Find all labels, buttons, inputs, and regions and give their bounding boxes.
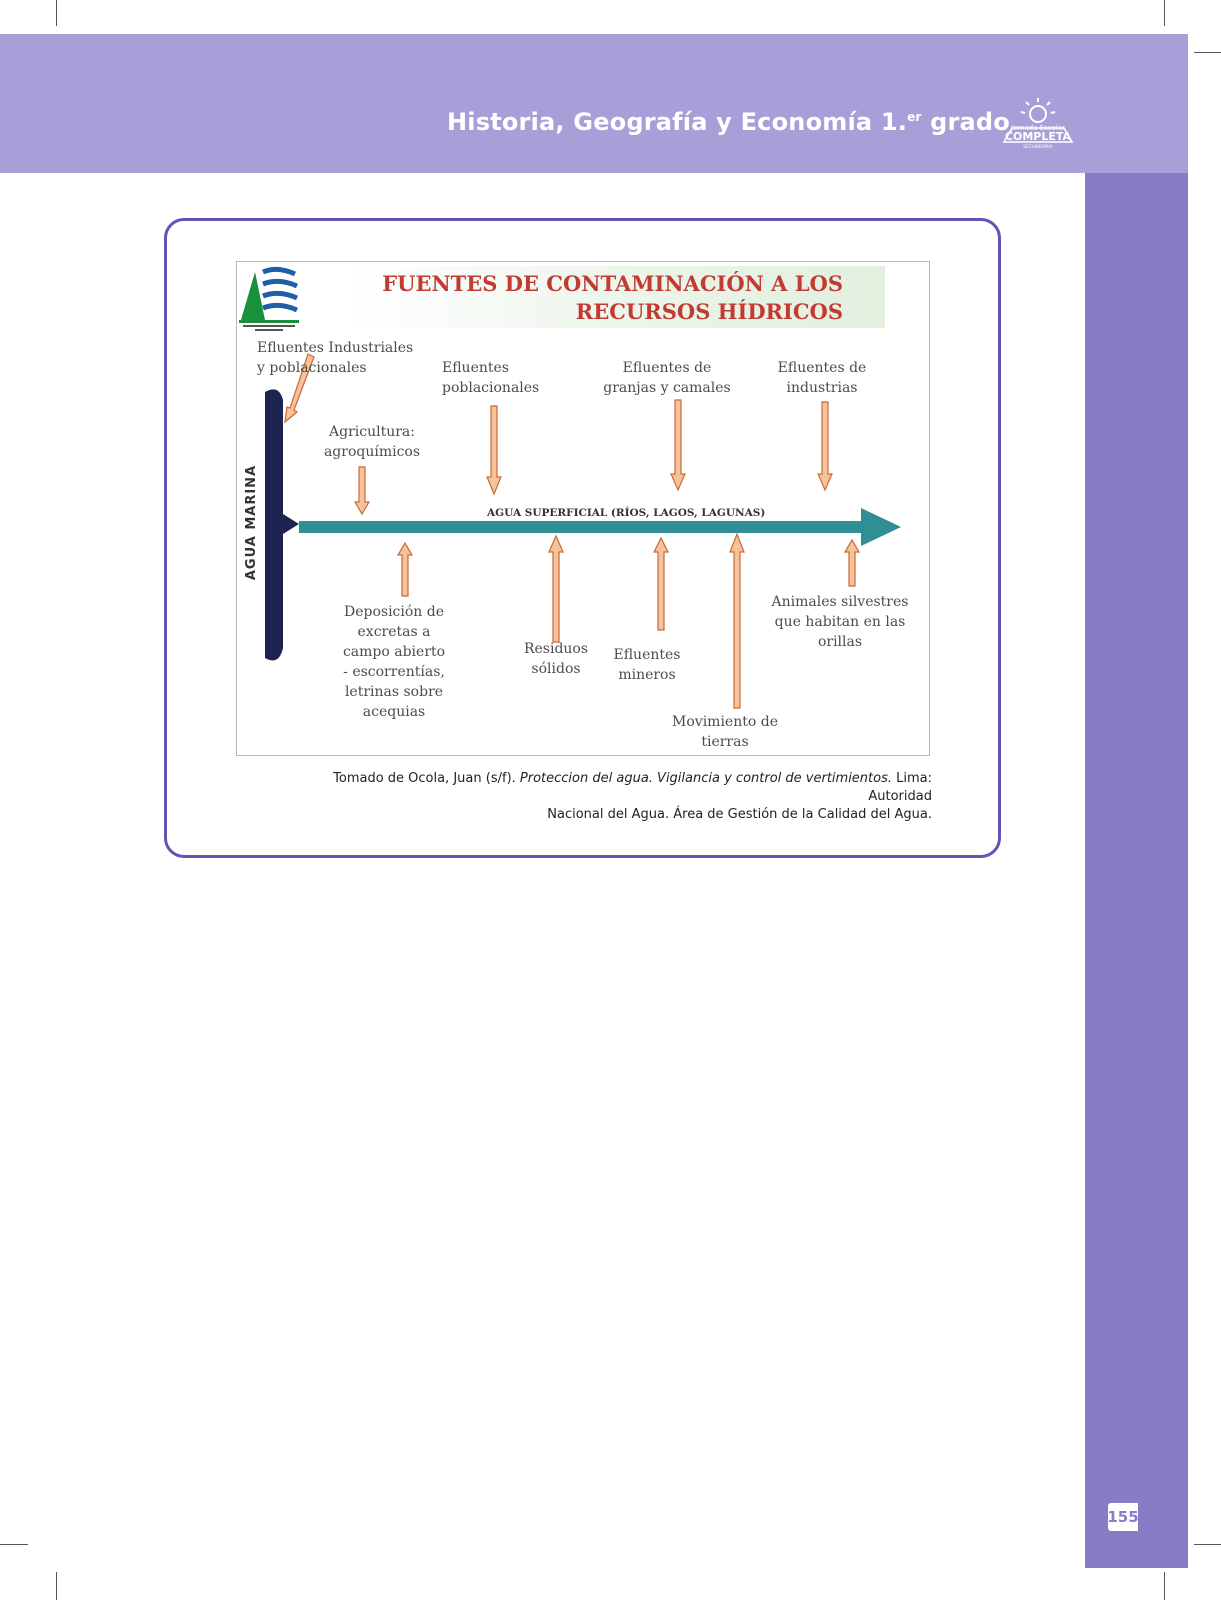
diagram-title-box: FUENTES DE CONTAMINACIÓN A LOS RECURSOS … bbox=[345, 266, 885, 328]
label-residuos: Residuos sólidos bbox=[523, 641, 589, 677]
ana-logo-icon bbox=[239, 266, 299, 331]
crop-mark bbox=[56, 1572, 57, 1600]
arrow-animales bbox=[843, 538, 861, 587]
jornada-escolar-logo: Jornada Escolar COMPLETA SECUNDARIA bbox=[1002, 98, 1074, 150]
agua-marina-label: AGUA MARINA bbox=[244, 464, 260, 580]
arrow-movimiento-tierras bbox=[729, 532, 745, 709]
crop-mark bbox=[1164, 0, 1165, 26]
logo-text-main: COMPLETA bbox=[1005, 130, 1072, 143]
arrow-efluentes-granjas bbox=[670, 399, 686, 492]
arrow-efluentes-mineros bbox=[653, 536, 669, 631]
crop-mark bbox=[1164, 1572, 1165, 1600]
arrow-efluentes-industriales bbox=[284, 353, 315, 424]
page-number: 155 bbox=[1107, 1503, 1139, 1531]
logo-text-top: Jornada Escolar bbox=[1010, 124, 1065, 132]
river-label: AGUA SUPERFICIAL (RÍOS, LAGOS, LAGUNAS) bbox=[487, 507, 766, 519]
label-agricultura: Agricultura: agroquímicos bbox=[323, 424, 421, 460]
side-band bbox=[1085, 173, 1188, 1568]
header-band bbox=[0, 34, 1188, 173]
figure-caption: Tomado de Ocola, Juan (s/f). Proteccion … bbox=[333, 771, 932, 822]
arrow-efluentes-industrias bbox=[817, 401, 833, 492]
arrow-efluentes-poblacionales bbox=[486, 405, 502, 496]
crop-mark bbox=[1194, 52, 1221, 53]
label-efluentes-industriales: Efluentes Industriales y poblacionales bbox=[257, 340, 414, 376]
label-efluentes-poblacionales: Efluentes poblacionales bbox=[442, 360, 540, 396]
logo-text-bottom: SECUNDARIA bbox=[1023, 144, 1053, 150]
diagram-graphics bbox=[265, 353, 901, 709]
diagram-title: FUENTES DE CONTAMINACIÓN A LOS RECURSOS … bbox=[382, 271, 843, 324]
label-efluentes-mineros: Efluentes mineros bbox=[613, 647, 681, 683]
label-efluentes-industrias: Efluentes de industrias bbox=[777, 360, 867, 396]
river-arrow bbox=[299, 508, 901, 546]
crop-mark bbox=[1194, 1544, 1221, 1545]
contamination-diagram: FUENTES DE CONTAMINACIÓN A LOS RECURSOS … bbox=[236, 261, 930, 756]
label-deposicion: Deposición de excretas a campo abierto -… bbox=[342, 604, 446, 720]
label-movimiento-tierras: Movimiento de tierras bbox=[672, 714, 778, 750]
page-title: Historia, Geografía y Economía 1.er grad… bbox=[447, 108, 1010, 136]
arrow-agricultura bbox=[353, 466, 371, 516]
label-animales: Animales silvestres que habitan en las o… bbox=[771, 594, 909, 650]
agua-marina-bar bbox=[265, 389, 299, 661]
label-efluentes-granjas: Efluentes de granjas y camales bbox=[603, 360, 731, 396]
arrow-deposicion bbox=[396, 541, 414, 597]
content-card bbox=[164, 218, 1001, 858]
crop-mark bbox=[0, 1544, 28, 1545]
crop-mark bbox=[56, 0, 57, 26]
arrow-residuos bbox=[548, 534, 564, 643]
